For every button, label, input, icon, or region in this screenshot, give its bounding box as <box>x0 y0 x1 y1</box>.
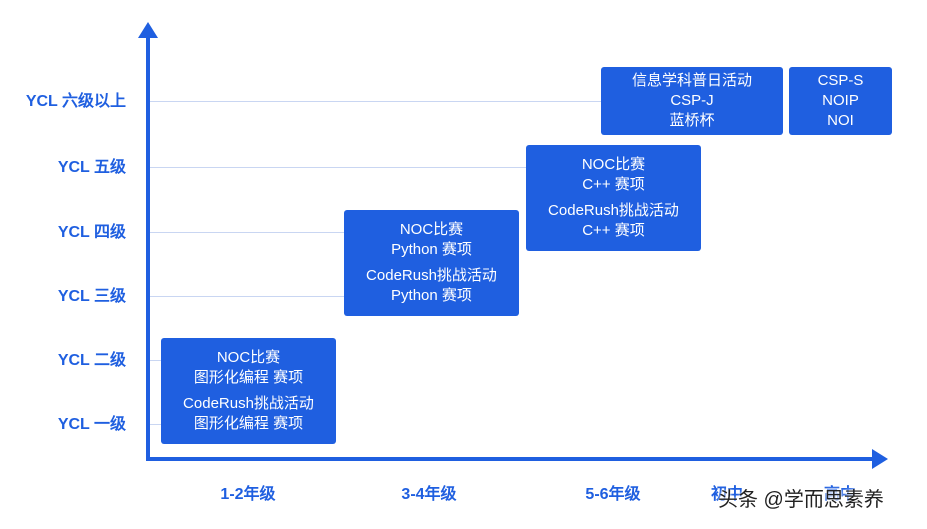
box-line: 蓝桥杯 <box>669 112 715 129</box>
level-label: YCL 六级以上 <box>25 93 126 110</box>
level-label: YCL 四级 <box>57 224 126 241</box>
box-line: CSP-S <box>817 72 864 89</box>
y-axis-arrow-icon <box>138 22 158 38</box>
grid-line-level-5 <box>150 167 527 168</box>
grade-label: 初中 <box>710 486 743 503</box>
competition-box-3-4: NOC比赛 Python 赛项 CodeRush挑战活动 Python 赛项 <box>344 210 519 316</box>
box-line: NOIP <box>822 92 859 109</box>
grid-line-level-4 <box>150 232 345 233</box>
grid-line-level-3 <box>150 296 345 297</box>
box-line: Python 赛项 <box>391 287 472 304</box>
competition-box-5-6: NOC比赛 C++ 赛项 CodeRush挑战活动 C++ 赛项 <box>526 145 701 251</box>
box-line: CodeRush挑战活动 <box>548 202 679 219</box>
competition-box-junior-high: 信息学科普日活动 CSP-J 蓝桥杯 <box>601 67 783 135</box>
level-label: YCL 五级 <box>57 159 126 176</box>
grade-label: 5-6年级 <box>585 486 641 503</box>
box-line: NOC比赛 <box>216 349 281 366</box>
box-line: 图形化编程 赛项 <box>193 369 304 386</box>
box-line: NOC比赛 <box>399 221 464 238</box>
box-line: 信息学科普日活动 <box>631 72 752 89</box>
competition-box-senior-high: CSP-S NOIP NOI <box>789 67 892 135</box>
box-line: NOI <box>827 112 854 129</box>
watermark: 头条 @学而思素养 <box>718 489 884 511</box>
box-line: Python 赛项 <box>391 241 472 258</box>
grid-line-level-2 <box>150 360 162 361</box>
level-label: YCL 三级 <box>57 288 126 305</box>
level-label: YCL 一级 <box>57 416 126 433</box>
box-line: C++ 赛项 <box>582 176 645 193</box>
x-axis <box>146 457 876 461</box>
grade-label: 高中 <box>823 486 856 503</box>
x-axis-arrow-icon <box>872 449 888 469</box>
grade-label: 3-4年级 <box>401 486 457 503</box>
grade-label: 1-2年级 <box>220 486 276 503</box>
y-axis <box>146 36 150 461</box>
box-line: C++ 赛项 <box>582 222 645 239</box>
grid-line-level-6 <box>150 101 602 102</box>
box-line: CodeRush挑战活动 <box>366 267 497 284</box>
box-line: CSP-J <box>670 92 714 109</box>
competition-box-1-2: NOC比赛 图形化编程 赛项 CodeRush挑战活动 图形化编程 赛项 <box>161 338 336 444</box>
level-label: YCL 二级 <box>57 352 126 369</box>
box-line: NOC比赛 <box>581 156 646 173</box>
grid-line-level-1 <box>150 424 162 425</box>
box-line: CodeRush挑战活动 <box>183 395 314 412</box>
box-line: 图形化编程 赛项 <box>193 415 304 432</box>
